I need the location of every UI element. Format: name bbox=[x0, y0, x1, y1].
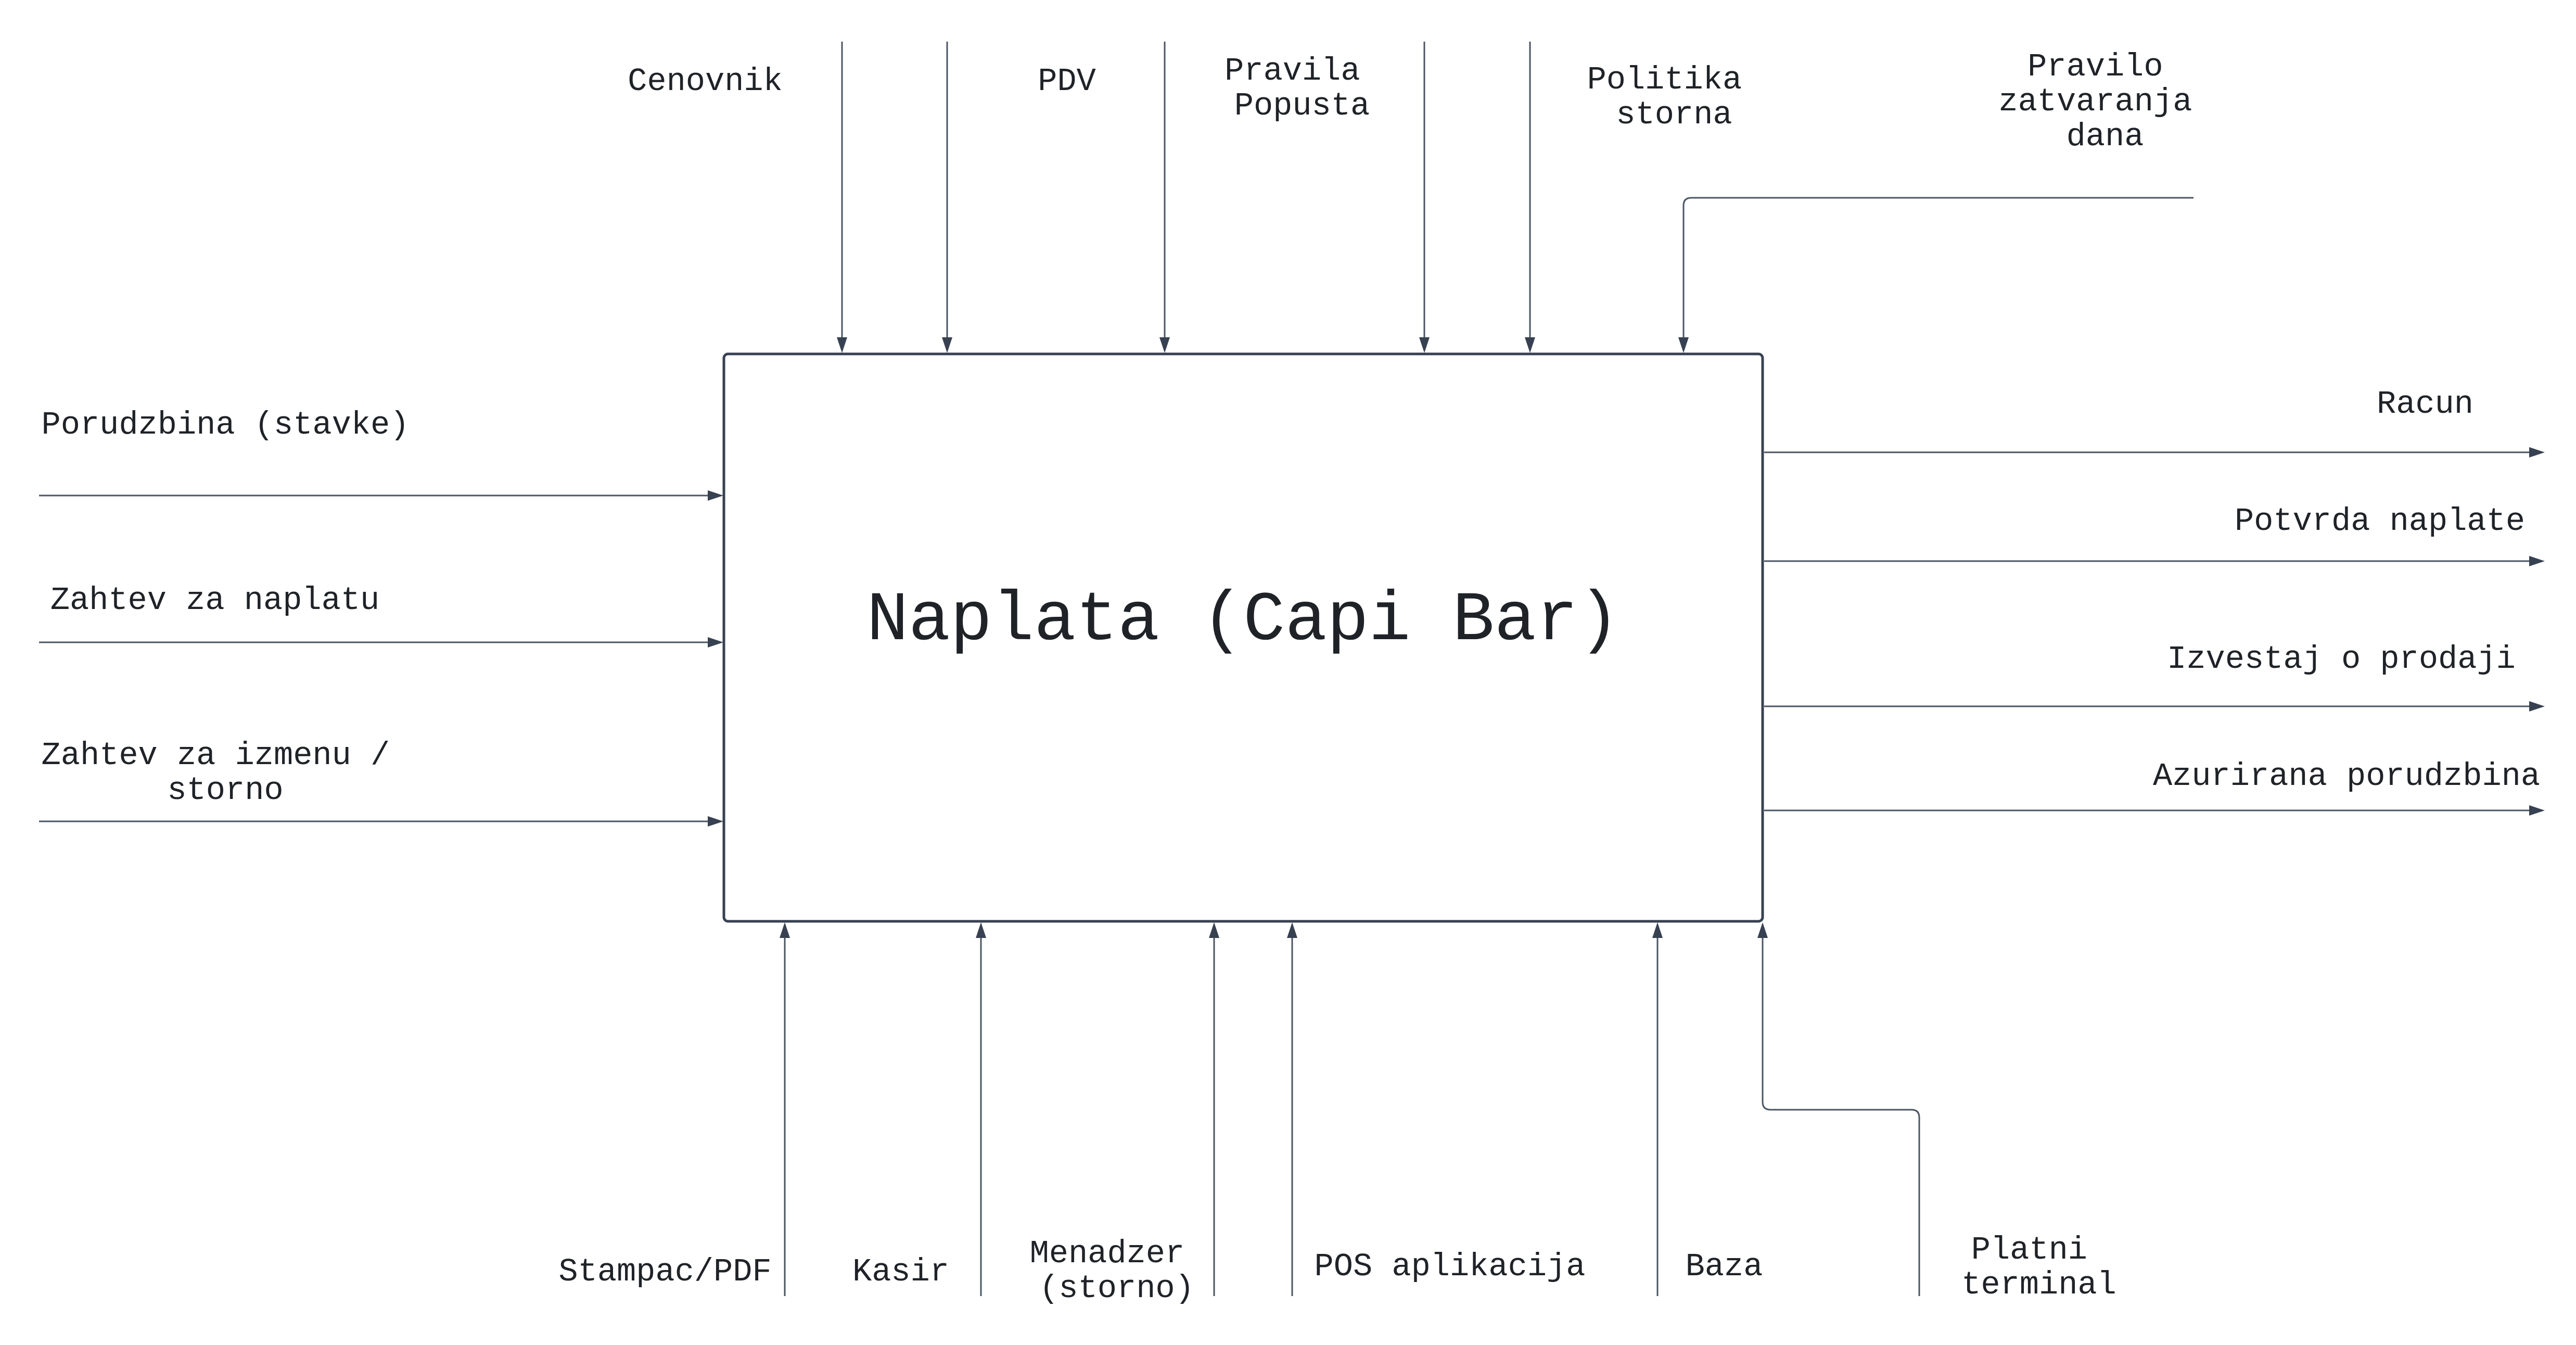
mechanism-arrowhead-2 bbox=[976, 922, 986, 938]
control-arrowhead-1 bbox=[837, 337, 847, 353]
control-arrowhead-3 bbox=[1159, 337, 1170, 353]
output-arrowhead-2 bbox=[2529, 556, 2545, 566]
mechanism-arrowhead-6 bbox=[1757, 922, 1768, 938]
process-title: Naplata (Capi Bar) bbox=[866, 581, 1619, 661]
output-label-potvrda-naplate: Potvrda naplate bbox=[2235, 503, 2525, 540]
control-arrowhead-6 bbox=[1678, 337, 1689, 353]
control-arrowhead-4 bbox=[1419, 337, 1430, 353]
input-label-zahtev-izmena: Zahtev za izmenu / storno bbox=[42, 737, 410, 809]
mechanism-label-kasir: Kasir bbox=[852, 1253, 949, 1290]
process-box[interactable] bbox=[722, 352, 1764, 923]
output-label-racun: Racun bbox=[2377, 386, 2473, 423]
output-label-azurirana-porudzbina: Azurirana porudzbina bbox=[2153, 758, 2540, 795]
output-arrowhead-1 bbox=[2529, 447, 2545, 458]
mechanism-arrowhead-1 bbox=[780, 922, 790, 938]
output-arrowhead-3 bbox=[2529, 701, 2545, 712]
input-arrowhead-1 bbox=[708, 490, 723, 501]
control-arrow-6 bbox=[1682, 197, 2194, 344]
input-label-zahtev-naplata: Zahtev za naplatu bbox=[50, 582, 380, 619]
mechanism-label-stampac: Stampac/PDF bbox=[558, 1253, 771, 1290]
input-arrowhead-2 bbox=[708, 637, 723, 648]
control-label-pravilo-zatvaranja-dana: Pravilo zatvaranja dana bbox=[1998, 48, 2211, 155]
output-label-izvestaj-prodaji: Izvestaj o prodaji bbox=[2167, 641, 2516, 678]
input-label-porudzbina: Porudzbina (stavke) bbox=[42, 407, 410, 443]
control-label-cenovnik: Cenovnik bbox=[628, 63, 783, 100]
mechanism-arrow-6 bbox=[1762, 932, 1920, 1296]
control-arrowhead-5 bbox=[1525, 337, 1535, 353]
mechanism-label-pos: POS aplikacija bbox=[1315, 1248, 1586, 1285]
mechanism-arrowhead-3 bbox=[1209, 922, 1219, 938]
control-label-pdv: PDV bbox=[1038, 63, 1096, 100]
mechanism-label-platni-terminal: Platni terminal bbox=[1961, 1232, 2116, 1303]
mechanism-arrowhead-4 bbox=[1287, 922, 1297, 938]
control-arrowhead-2 bbox=[942, 337, 952, 353]
output-arrowhead-4 bbox=[2529, 805, 2545, 816]
mechanism-label-baza: Baza bbox=[1686, 1248, 1763, 1285]
control-label-politika-storna: Politika storna bbox=[1587, 61, 1762, 133]
input-arrowhead-3 bbox=[708, 816, 723, 827]
control-label-pravila-popusta: Pravila Popusta bbox=[1225, 53, 1380, 124]
mechanism-arrowhead-5 bbox=[1652, 922, 1663, 938]
mechanism-label-menadzer: Menadzer (storno) bbox=[1030, 1235, 1204, 1307]
